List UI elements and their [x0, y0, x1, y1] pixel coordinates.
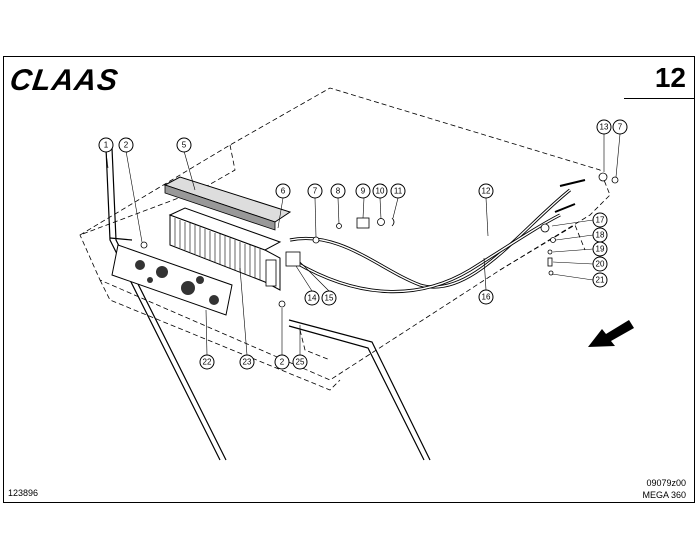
- svg-text:16: 16: [482, 293, 491, 302]
- svg-text:5: 5: [182, 141, 187, 150]
- page-number: 12: [654, 62, 686, 93]
- callout-19: 19: [592, 241, 608, 257]
- grille-panel: [111, 244, 233, 316]
- svg-text:7: 7: [313, 187, 318, 196]
- svg-text:8: 8: [336, 187, 341, 196]
- svg-text:23: 23: [243, 358, 252, 367]
- fittings: [140, 172, 619, 308]
- direction-arrow: [588, 320, 634, 347]
- svg-text:10: 10: [376, 187, 385, 196]
- callout-8: 8: [330, 183, 346, 199]
- drawing-id: 123896: [8, 488, 39, 498]
- svg-text:19: 19: [596, 245, 605, 254]
- callout-17: 17: [592, 212, 608, 228]
- svg-text:21: 21: [596, 276, 605, 285]
- model-name: MEGA 360: [642, 490, 686, 500]
- callout-13: 13: [596, 119, 612, 135]
- svg-text:17: 17: [596, 216, 605, 225]
- callout-14: 14: [304, 290, 320, 306]
- refrigerant-hoses: [289, 179, 586, 294]
- callout-23: 23: [239, 354, 255, 370]
- callout-21: 21: [592, 272, 608, 288]
- drawing-frame: [3, 56, 695, 503]
- svg-text:25: 25: [296, 358, 305, 367]
- svg-text:22: 22: [203, 358, 212, 367]
- callout-1: 1: [98, 137, 114, 153]
- callout-22: 22: [199, 354, 215, 370]
- svg-text:13: 13: [600, 123, 609, 132]
- svg-text:15: 15: [325, 294, 334, 303]
- page-number-rule: [624, 98, 695, 99]
- frame-rods: [105, 147, 431, 461]
- svg-text:14: 14: [308, 294, 317, 303]
- svg-text:2: 2: [124, 141, 129, 150]
- callout-12: 12: [478, 183, 494, 199]
- filter-pad: [163, 176, 292, 231]
- svg-text:11: 11: [394, 187, 403, 196]
- callout-16: 16: [478, 289, 494, 305]
- callout-7-left: 7: [307, 183, 323, 199]
- svg-text:2: 2: [280, 358, 285, 367]
- callout-5: 5: [176, 137, 192, 153]
- svg-text:12: 12: [482, 187, 491, 196]
- callout-6: 6: [275, 183, 291, 199]
- callout-2-top: 2: [118, 137, 134, 153]
- callout-18: 18: [592, 227, 608, 243]
- svg-text:6: 6: [281, 187, 286, 196]
- callout-10: 10: [372, 183, 388, 199]
- svg-text:9: 9: [361, 187, 366, 196]
- svg-text:7: 7: [618, 123, 623, 132]
- svg-text:1: 1: [104, 141, 109, 150]
- svg-text:20: 20: [596, 260, 605, 269]
- callout-7-right: 7: [612, 119, 628, 135]
- roof-outline: [79, 87, 611, 391]
- reference-code: 09079z00: [646, 478, 686, 488]
- callout-25: 25: [292, 354, 308, 370]
- callout-2-bottom: 2: [274, 354, 290, 370]
- callout-15: 15: [321, 290, 337, 306]
- svg-text:18: 18: [596, 231, 605, 240]
- callout-9: 9: [355, 183, 371, 199]
- condenser-core: [168, 207, 282, 291]
- leader-lines: [105, 133, 621, 356]
- callout-11: 11: [390, 183, 406, 199]
- callout-20: 20: [592, 256, 608, 272]
